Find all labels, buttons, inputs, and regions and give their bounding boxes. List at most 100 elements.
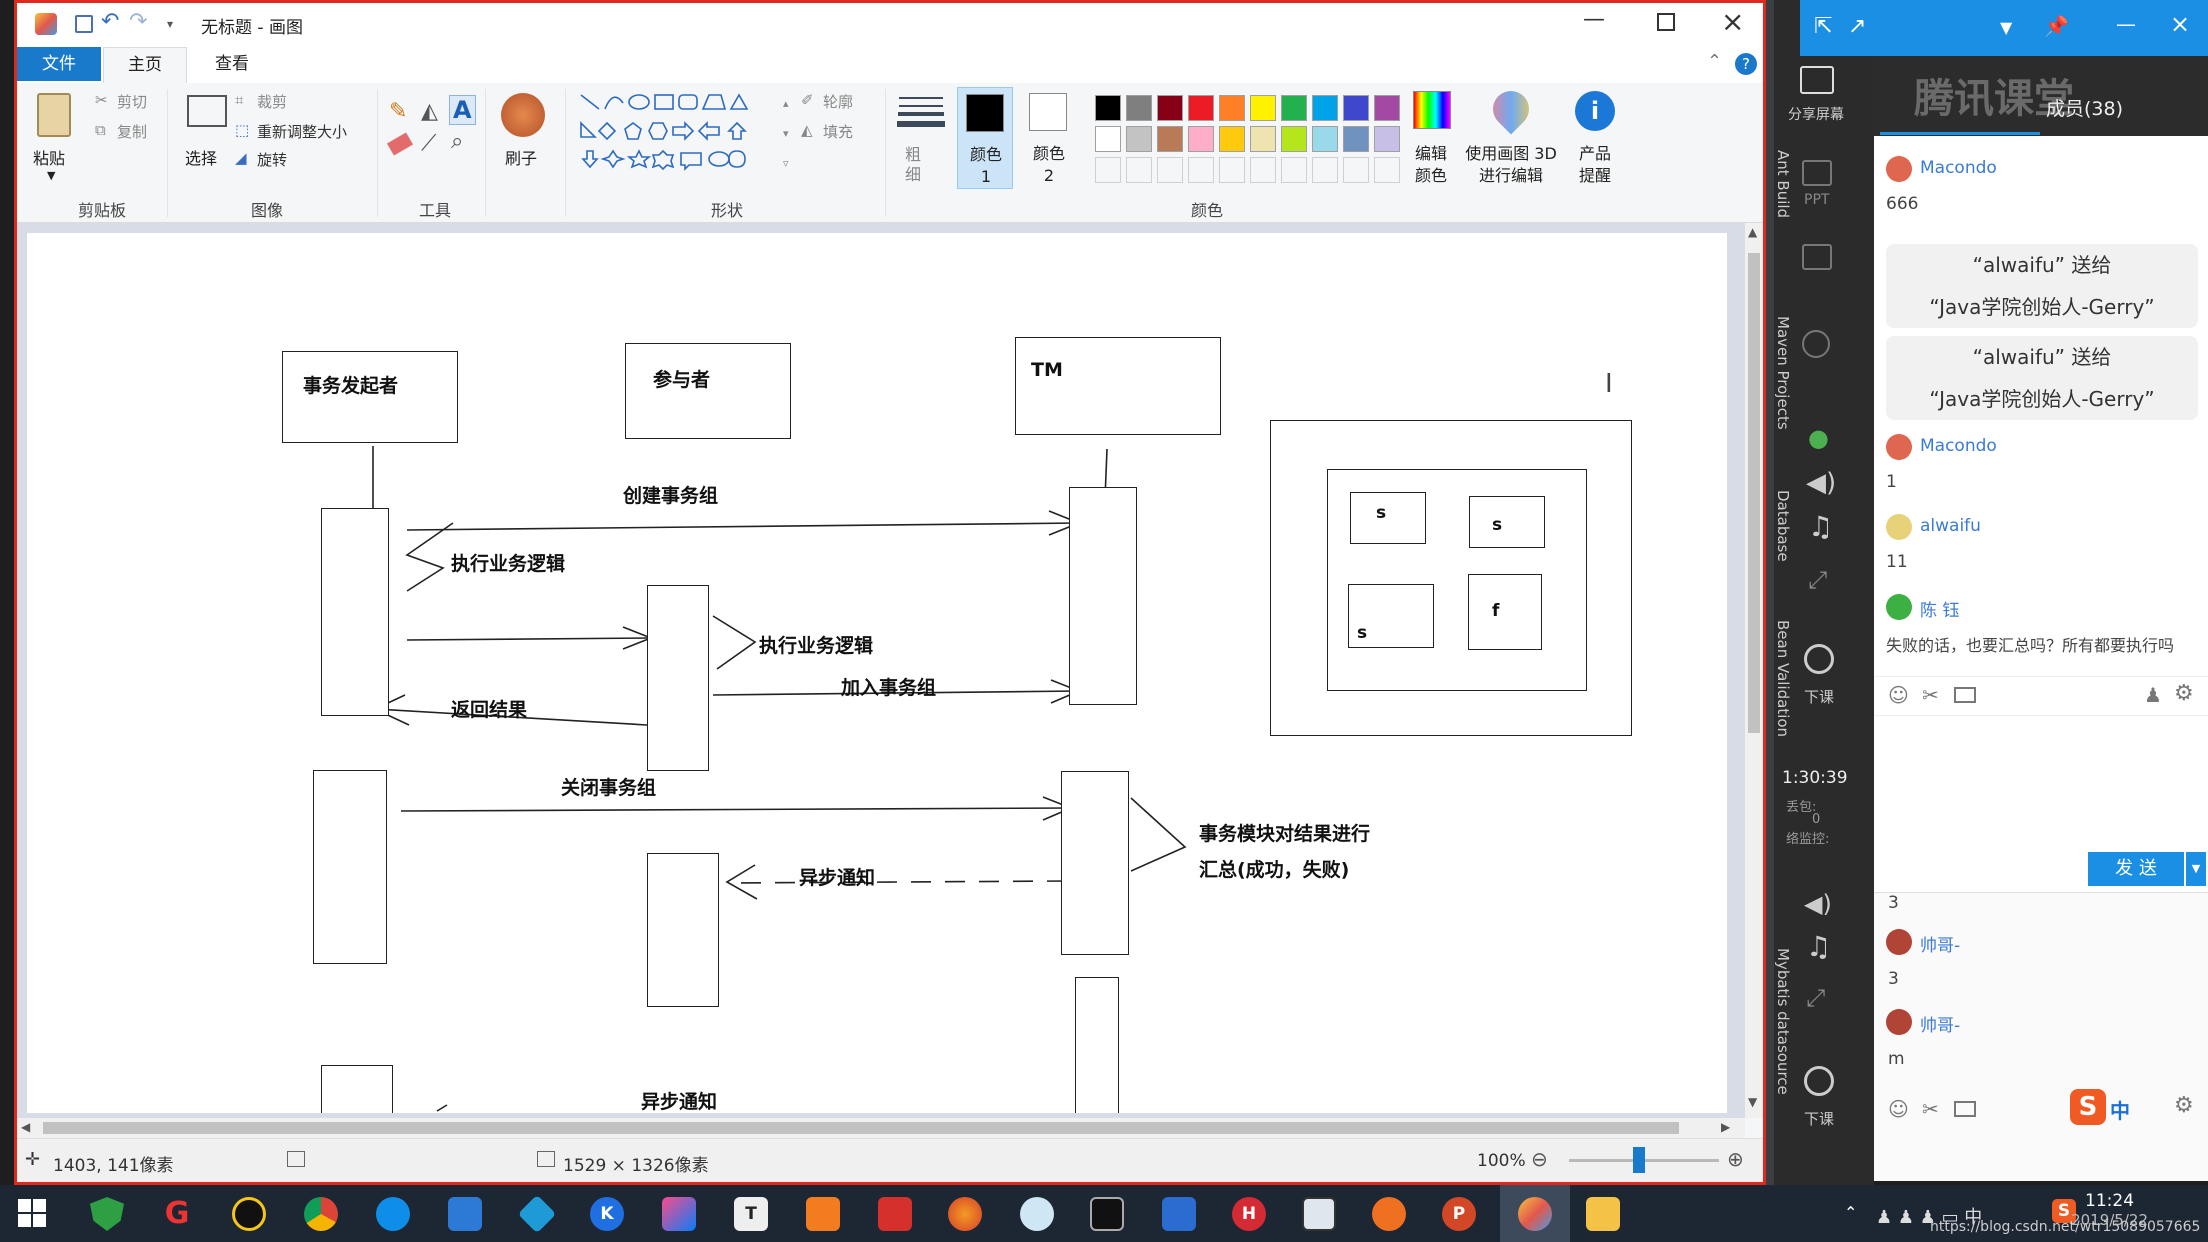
- palette-swatch[interactable]: [1157, 95, 1183, 121]
- rotate-button[interactable]: 旋转: [257, 151, 288, 169]
- lower-msg-name-3[interactable]: 帅哥-: [1920, 1016, 1961, 1036]
- sublime-icon[interactable]: [806, 1197, 840, 1231]
- tab-view[interactable]: 查看: [215, 54, 249, 74]
- database-tab[interactable]: Database: [1774, 490, 1792, 562]
- speaker-icon-2[interactable]: ◀): [1804, 890, 1832, 918]
- palette-swatch[interactable]: [1126, 95, 1152, 121]
- windows-start-icon[interactable]: [18, 1199, 46, 1227]
- palette-swatch[interactable]: [1281, 126, 1307, 152]
- app-g-icon[interactable]: G: [164, 1196, 190, 1231]
- image-icon[interactable]: [1954, 687, 1976, 703]
- paint3d-button[interactable]: 使用画图 3D 进行编辑: [1463, 83, 1559, 187]
- settings-icon[interactable]: ⚙: [2174, 1093, 2194, 1118]
- brush-button[interactable]: 刷子: [493, 89, 553, 189]
- app-k-icon[interactable]: K: [590, 1197, 624, 1231]
- fill-button[interactable]: 填充: [823, 123, 854, 141]
- ant-build-tab[interactable]: Ant Build: [1774, 150, 1792, 219]
- empty-palette-swatch[interactable]: [1126, 157, 1152, 183]
- vertical-scrollbar[interactable]: ▲ ▼: [1745, 223, 1763, 1118]
- outline-button[interactable]: 轮廓: [823, 93, 854, 111]
- msg-name-1[interactable]: Macondo: [1920, 158, 1997, 178]
- save-icon[interactable]: [75, 15, 93, 33]
- sogou-ime-icon[interactable]: S: [2070, 1089, 2106, 1125]
- clock[interactable]: 11:24 2019/5/22: [2071, 1191, 2148, 1229]
- close-panel-icon[interactable]: ×: [2170, 10, 2191, 38]
- mybatis-datasource-tab[interactable]: Mybatis datasource: [1774, 948, 1792, 1095]
- edit-colors-button[interactable]: 编辑颜色: [1407, 87, 1457, 187]
- msg-name-3[interactable]: alwaifu: [1920, 516, 1981, 536]
- minimize-panel-icon[interactable]: —: [2116, 12, 2136, 36]
- end-class-label-2[interactable]: 下课: [1804, 1110, 1835, 1128]
- app-pen-icon[interactable]: [1372, 1197, 1406, 1231]
- camera-icon[interactable]: [1802, 330, 1830, 358]
- palette-swatch[interactable]: [1095, 126, 1121, 152]
- emoji-icon[interactable]: ☺: [1888, 683, 1909, 707]
- mic-icon[interactable]: ●: [1808, 424, 1829, 452]
- palette-swatch[interactable]: [1374, 95, 1400, 121]
- ime-mode[interactable]: 中: [2110, 1099, 2130, 1123]
- app-h-icon[interactable]: H: [1232, 1197, 1266, 1231]
- scroll-up-icon[interactable]: ▲: [1748, 225, 1758, 239]
- bean-validation-tab[interactable]: Bean Validation: [1774, 620, 1792, 738]
- image-icon[interactable]: [1954, 1101, 1976, 1117]
- emoji-icon[interactable]: ☺: [1888, 1097, 1909, 1121]
- scroll-down-icon[interactable]: ▼: [1748, 1095, 1758, 1109]
- video-icon[interactable]: [1802, 244, 1832, 270]
- app-window-icon[interactable]: [1162, 1197, 1196, 1231]
- palette-swatch[interactable]: [1250, 95, 1276, 121]
- drawing-canvas[interactable]: 事务发起者 参与者 TM 创建事务组 执行业务逻辑 执行业务逻辑 加入事务组 返…: [27, 233, 1727, 1113]
- redo-icon[interactable]: ↷: [129, 9, 148, 34]
- end-class-label-1[interactable]: 下课: [1804, 688, 1835, 706]
- horizontal-scroll-thumb[interactable]: [43, 1122, 1679, 1134]
- palette-swatch[interactable]: [1281, 95, 1307, 121]
- select-button[interactable]: 选择: [177, 89, 233, 189]
- palette-swatch[interactable]: [1312, 95, 1338, 121]
- send-button[interactable]: 发 送: [2088, 852, 2184, 886]
- undo-icon[interactable]: ↶: [101, 9, 120, 34]
- maven-projects-tab[interactable]: Maven Projects: [1774, 316, 1792, 430]
- powerpoint-icon[interactable]: P: [1442, 1197, 1476, 1231]
- palette-swatch[interactable]: [1343, 126, 1369, 152]
- chrome-icon[interactable]: [304, 1197, 338, 1231]
- expand-icon[interactable]: ⤢: [1808, 566, 1828, 594]
- end-class-icon-2[interactable]: [1804, 1066, 1834, 1096]
- paste-button[interactable]: 粘贴 ▼: [27, 89, 79, 189]
- palette-swatch[interactable]: [1219, 95, 1245, 121]
- color2-button[interactable]: 颜色 2: [1021, 87, 1077, 189]
- dropdown-icon[interactable]: ▼: [2000, 18, 2013, 37]
- music-icon-2[interactable]: ♫: [1806, 930, 1832, 963]
- zoom-in-icon[interactable]: ⊕: [1727, 1147, 1744, 1171]
- empty-palette-swatch[interactable]: [1281, 157, 1307, 183]
- scroll-right-icon[interactable]: ▶: [1721, 1120, 1731, 1134]
- paint-taskbar-active[interactable]: [1500, 1185, 1570, 1242]
- app-flower-icon[interactable]: [1020, 1197, 1054, 1231]
- music-icon[interactable]: ♫: [1808, 510, 1834, 543]
- popout-icon[interactable]: ↗: [1848, 14, 1867, 39]
- tab-members[interactable]: 成员(38): [2046, 98, 2124, 120]
- sogou-tray-icon[interactable]: S: [2052, 1199, 2076, 1223]
- redis-icon[interactable]: [878, 1197, 912, 1231]
- palette-swatch[interactable]: [1188, 126, 1214, 152]
- speaker-icon[interactable]: ◀): [1806, 468, 1837, 498]
- empty-palette-swatch[interactable]: [1219, 157, 1245, 183]
- empty-palette-swatch[interactable]: [1095, 157, 1121, 183]
- zoom-out-icon[interactable]: ⊖: [1531, 1147, 1548, 1171]
- typora-icon[interactable]: T: [734, 1197, 768, 1231]
- palette-swatch[interactable]: [1095, 95, 1121, 121]
- help-icon[interactable]: ?: [1735, 53, 1757, 75]
- shapes-gallery[interactable]: [573, 89, 783, 181]
- horizontal-scrollbar[interactable]: ◀ ▶: [17, 1118, 1745, 1138]
- teamviewer-icon[interactable]: [376, 1197, 410, 1231]
- scissors-icon[interactable]: ✂: [1922, 683, 1939, 707]
- quick-access-dropdown-icon[interactable]: ▾: [167, 17, 174, 31]
- vertical-scroll-thumb[interactable]: [1748, 253, 1760, 733]
- lower-msg-name-2[interactable]: 帅哥-: [1920, 936, 1961, 956]
- tray-chevron-icon[interactable]: ⌃: [1844, 1203, 1858, 1222]
- palette-swatch[interactable]: [1250, 126, 1276, 152]
- crop-button[interactable]: 裁剪: [257, 93, 288, 111]
- screenshot-icon[interactable]: [1302, 1197, 1336, 1231]
- magnifier-icon[interactable]: ⌕: [451, 129, 464, 154]
- product-alert-button[interactable]: i 产品提醒: [1565, 87, 1625, 187]
- text-tool-icon[interactable]: A: [449, 95, 476, 125]
- maximize-icon[interactable]: [1657, 13, 1675, 31]
